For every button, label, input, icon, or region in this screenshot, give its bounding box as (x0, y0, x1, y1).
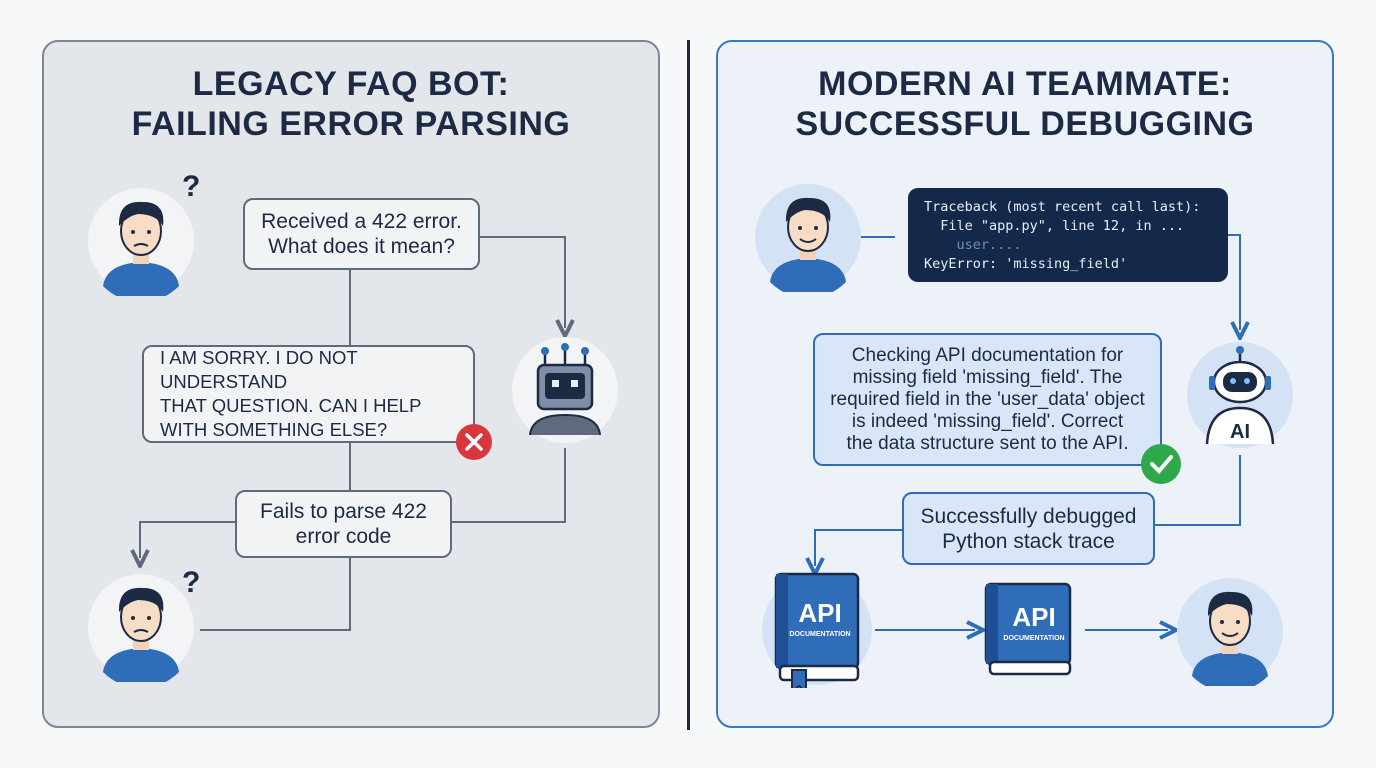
bot-reply-bubble: I AM SORRY. I DO NOT UNDERSTAND THAT QUES… (142, 345, 475, 443)
left-title-line1: LEGACY FAQ BOT: (192, 65, 510, 103)
line-bot-to-fail (452, 448, 566, 523)
bubble-line: Checking API documentation for (851, 344, 1124, 366)
line-ai-to-result (1155, 455, 1241, 526)
bubble-line: is indeed 'missing_field'. Correct (851, 410, 1124, 432)
book-subtitle: DOCUMENTATION (789, 631, 850, 638)
left-title-line2: FAILING ERROR PARSING (131, 105, 571, 143)
question-mark-icon: ? (182, 566, 201, 599)
happy-user-icon (1177, 578, 1283, 686)
happy-user-icon (755, 184, 861, 292)
legacy-robot-icon (512, 337, 618, 443)
right-title-line1: MODERN AI TEAMMATE: (818, 65, 1232, 103)
confused-user-icon (88, 188, 194, 296)
code-line: user.... (924, 237, 1022, 253)
book-subtitle: DOCUMENTATION (1003, 635, 1064, 642)
ai-robot-icon: AI (1187, 342, 1293, 448)
book-title: API (1012, 602, 1055, 632)
book-title: API (798, 598, 841, 628)
bubble-line: Fails to parse 422 (260, 500, 427, 523)
success-check-icon (1141, 444, 1181, 484)
arrow-result-to-book (815, 529, 902, 566)
code-line: File "app.py", line 12, in ... (924, 218, 1185, 234)
bubble-line: THAT QUESTION. CAN I HELP (160, 395, 422, 416)
bubble-line: required field in the 'user_data' object (830, 388, 1145, 410)
question-mark-icon: ? (182, 170, 201, 203)
arrow-question-to-bot (480, 236, 565, 328)
bubble-line: missing field 'missing_field'. The (852, 366, 1123, 388)
bubble-line: Received a 422 error. (261, 210, 462, 233)
right-title: MODERN AI TEAMMATE:SUCCESSFUL DEBUGGING (716, 64, 1334, 144)
confused-user-icon (88, 574, 194, 682)
bubble-line: Successfully debugged (920, 504, 1137, 528)
arrow-trace-to-ai (1228, 234, 1240, 330)
code-line: Traceback (most recent call last): (924, 199, 1201, 215)
api-documentation-book-icon: API DOCUMENTATION (762, 572, 872, 688)
user-question-bubble: Received a 422 error.What does it mean? (243, 198, 480, 270)
code-line: KeyError: 'missing_field' (924, 256, 1128, 272)
error-x-icon (456, 424, 492, 460)
divider (687, 40, 690, 730)
api-documentation-book-icon: API DOCUMENTATION (984, 582, 1072, 676)
ai-label: AI (1230, 421, 1250, 443)
right-title-line2: SUCCESSFUL DEBUGGING (795, 105, 1255, 143)
left-title: LEGACY FAQ BOT:FAILING ERROR PARSING (42, 64, 660, 144)
bubble-line: Python stack trace (942, 529, 1115, 553)
bubble-line: WITH SOMETHING ELSE? (160, 419, 388, 440)
bubble-line: I AM SORRY. I DO NOT UNDERSTAND (160, 347, 358, 392)
bubble-line: What does it mean? (268, 235, 455, 258)
traceback-bubble: Traceback (most recent call last): File … (908, 188, 1228, 282)
bubble-line: error code (295, 525, 392, 548)
arrow-fail-to-user (140, 521, 235, 558)
bubble-line: the data structure sent to the API. (846, 432, 1129, 454)
line-fail-to-user (200, 558, 351, 631)
